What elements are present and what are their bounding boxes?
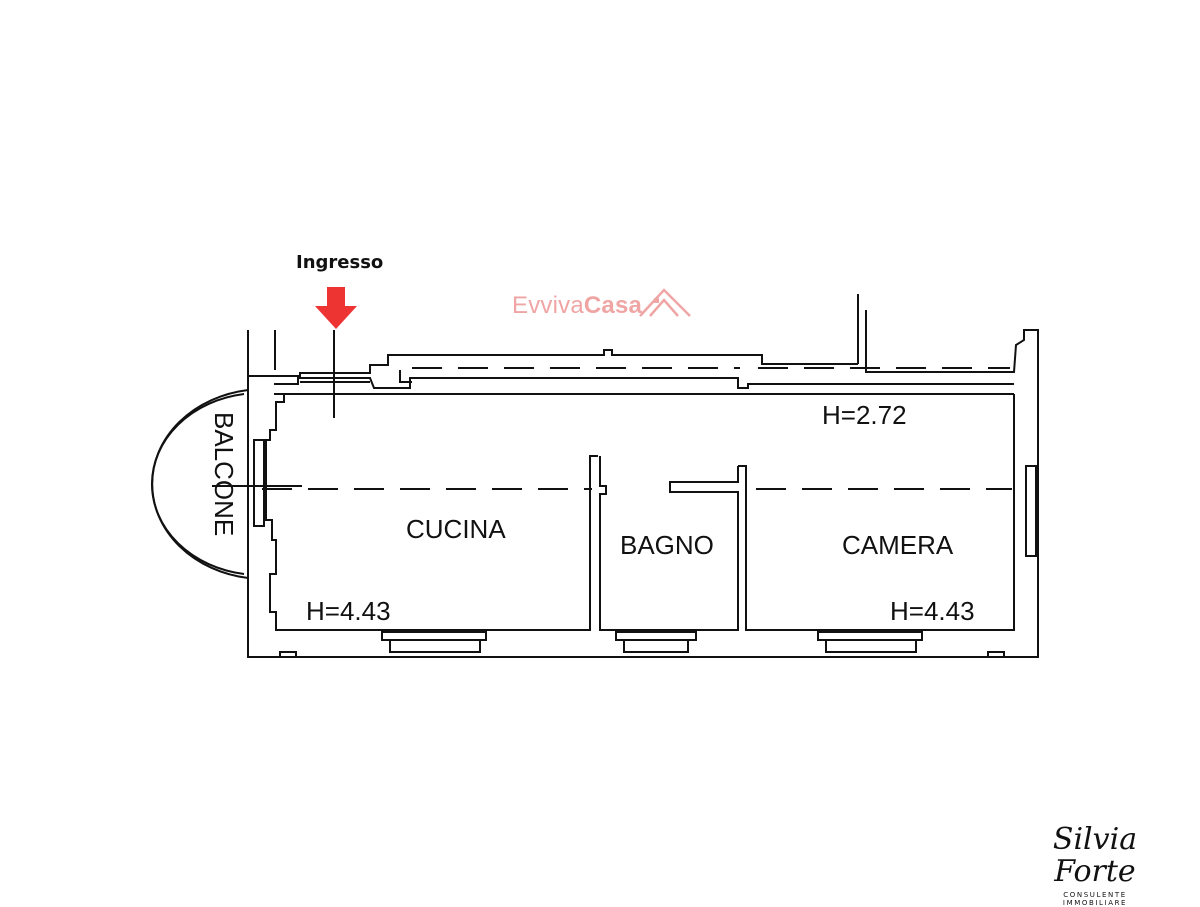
bathroom-label: BAGNO	[620, 530, 714, 560]
outer-wall	[247, 310, 1039, 658]
watermark-part1: Evviva	[512, 292, 584, 319]
inner-top-wall	[274, 377, 1014, 389]
house-roof-icon	[639, 288, 691, 317]
kitchen-label: CUCINA	[406, 514, 506, 544]
window-bedroom	[817, 631, 923, 641]
kitchen-height-label: H=4.43	[306, 596, 391, 626]
signature: Silvia Forte CONSULENTE IMMOBILIARE	[1030, 824, 1160, 907]
signature-subtitle: CONSULENTE IMMOBILIARE	[1062, 891, 1128, 907]
balcony-label: BALCONE	[209, 412, 239, 536]
window-kitchen	[381, 631, 487, 641]
entrance-label: Ingresso	[296, 252, 384, 273]
bathroom-wall	[599, 456, 739, 631]
walls	[150, 294, 1039, 658]
section-lines	[262, 367, 1012, 490]
bedroom-wall	[738, 394, 1015, 631]
window-bathroom	[615, 631, 697, 641]
kitchen-wall	[265, 393, 598, 631]
bedroom-label: CAMERA	[842, 530, 954, 560]
entrance-arrow-icon	[315, 287, 357, 329]
top-wall	[248, 349, 858, 377]
watermark-part2: Casa	[583, 292, 643, 319]
signature-name: Silvia Forte	[1052, 822, 1138, 889]
bedroom-height-label: H=4.43	[890, 596, 975, 626]
balcony-door	[253, 439, 265, 527]
window-right	[1025, 465, 1037, 557]
watermark-logo: EvvivaCasa	[512, 292, 642, 320]
upper-height-label: H=2.72	[822, 400, 907, 430]
